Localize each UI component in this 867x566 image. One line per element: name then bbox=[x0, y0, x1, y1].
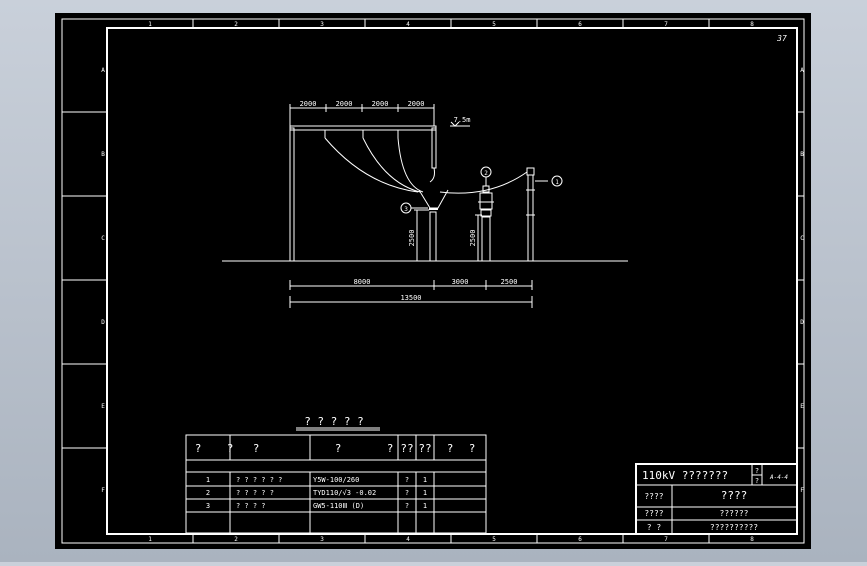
titleblock-label: ???? bbox=[644, 509, 663, 518]
bom-cell-qty: 1 bbox=[423, 489, 427, 497]
dim-bottom-label: 2500 bbox=[501, 278, 518, 286]
zone-row-left: A bbox=[101, 67, 105, 74]
bom-cell-model: Y5W-100/260 bbox=[313, 476, 359, 484]
arrester-column bbox=[527, 174, 534, 262]
zone-col-top: 2 bbox=[234, 21, 238, 28]
callout-circle bbox=[551, 175, 563, 187]
dim-bottom-label: 8000 bbox=[354, 278, 371, 286]
bom-header: ? bbox=[195, 442, 202, 455]
zone-col-top: 5 bbox=[492, 21, 496, 28]
dim-top-label: 2000 bbox=[336, 100, 353, 108]
bom-title: ? ? ? ? ? bbox=[304, 415, 364, 428]
bom-header: ? bbox=[387, 442, 394, 455]
bom-cell-name: ? ? ? ? bbox=[236, 502, 266, 510]
zone-col-bottom: 8 bbox=[750, 536, 754, 543]
zone-row-right: C bbox=[800, 235, 804, 242]
scale-bottom: ? bbox=[755, 477, 759, 485]
zone-row-right: D bbox=[800, 319, 804, 326]
page-number: 37 bbox=[776, 34, 787, 43]
bom-cell-model: GW5-110Ⅲ (D) bbox=[313, 502, 364, 510]
zone-ticks bbox=[62, 19, 804, 543]
bom-cell-name: ? ? ? ? ? bbox=[236, 489, 274, 497]
bom-header: ?? bbox=[400, 442, 413, 455]
zone-row-right: B bbox=[800, 151, 804, 158]
bom-cell-unit: ? bbox=[405, 476, 409, 484]
zone-row-right: E bbox=[800, 403, 804, 410]
conductor bbox=[362, 137, 421, 193]
zone-col-top: 8 bbox=[750, 21, 754, 28]
zone-row-right: F bbox=[800, 487, 804, 494]
zone-col-top: 3 bbox=[320, 21, 324, 28]
zone-col-top: 4 bbox=[406, 21, 410, 28]
zone-col-bottom: 2 bbox=[234, 536, 238, 543]
zone-col-top: 6 bbox=[578, 21, 582, 28]
zone-row-left: B bbox=[101, 151, 105, 158]
bom-cell-unit: ? bbox=[405, 502, 409, 510]
zone-col-top: 1 bbox=[148, 21, 152, 28]
dim-top-label: 2000 bbox=[300, 100, 317, 108]
bom-cell-qty: 1 bbox=[423, 476, 427, 484]
title-block bbox=[635, 463, 798, 535]
zone-col-bottom: 7 bbox=[664, 536, 668, 543]
gantry-column bbox=[289, 127, 295, 262]
bom-cell-qty: 1 bbox=[423, 502, 427, 510]
zone-row-left: E bbox=[101, 403, 105, 410]
titleblock-value: ?????????? bbox=[710, 523, 758, 532]
bom-header: ? bbox=[469, 442, 476, 455]
zone-col-bottom: 5 bbox=[492, 536, 496, 543]
elevation-label: 7.5m bbox=[454, 116, 471, 124]
titleblock-label: ? ? bbox=[647, 523, 662, 532]
conductor bbox=[324, 137, 419, 193]
conductor bbox=[429, 167, 435, 183]
vt-support bbox=[481, 216, 491, 262]
bom-cell-model: TYD110/√3 -0.02 bbox=[313, 489, 376, 497]
zone-col-bottom: 6 bbox=[578, 536, 582, 543]
bom-header: ? bbox=[335, 442, 342, 455]
dim-height-label: 2500 bbox=[469, 230, 477, 247]
bom-header: ? bbox=[253, 442, 260, 455]
drawing-title: 110kV ??????? bbox=[642, 469, 728, 482]
dim-height-label: 2500 bbox=[408, 230, 416, 247]
inner-frame bbox=[106, 27, 798, 535]
callout-number: 3 bbox=[404, 206, 408, 213]
zone-col-top: 7 bbox=[664, 21, 668, 28]
zone-row-right: A bbox=[800, 67, 804, 74]
bom-header: ? bbox=[227, 442, 234, 455]
zone-col-bottom: 3 bbox=[320, 536, 324, 543]
bom-cell-no: 3 bbox=[206, 502, 210, 510]
elevation-drawing bbox=[222, 104, 628, 308]
bom-cell-no: 1 bbox=[206, 476, 210, 484]
switch-support bbox=[429, 211, 437, 262]
dim-bottom-label: 3000 bbox=[452, 278, 469, 286]
dim-top-label: 2000 bbox=[372, 100, 389, 108]
zone-col-bottom: 1 bbox=[148, 536, 152, 543]
dim-total-label: 13500 bbox=[400, 294, 421, 302]
zone-row-left: C bbox=[101, 235, 105, 242]
scale-top: ? bbox=[755, 467, 759, 475]
zone-col-bottom: 4 bbox=[406, 536, 410, 543]
drawing-number: A-4-4 bbox=[769, 474, 788, 481]
callout-number: 2 bbox=[484, 170, 488, 177]
bom-table bbox=[185, 427, 487, 534]
titleblock-value: ???? bbox=[721, 489, 748, 502]
bom-header: ?? bbox=[418, 442, 431, 455]
bom-header: ? bbox=[447, 442, 454, 455]
bom-cell-no: 2 bbox=[206, 489, 210, 497]
titleblock-label: ???? bbox=[644, 492, 663, 501]
outer-frame bbox=[61, 18, 805, 544]
zone-row-left: D bbox=[101, 319, 105, 326]
bom-cell-name: ? ? ? ? ? ? bbox=[236, 476, 282, 484]
dim-top-label: 2000 bbox=[408, 100, 425, 108]
zone-row-left: F bbox=[101, 487, 105, 494]
titleblock-value: ?????? bbox=[720, 509, 749, 518]
callout-number: 1 bbox=[555, 179, 559, 186]
bom-cell-unit: ? bbox=[405, 489, 409, 497]
conductor bbox=[439, 171, 528, 194]
